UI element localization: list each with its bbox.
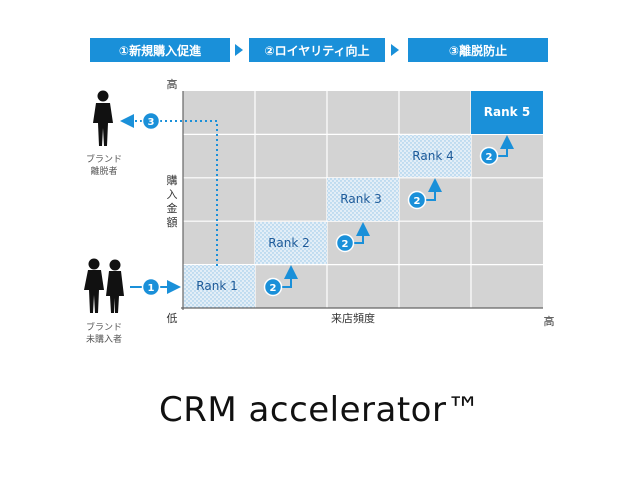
acquire-marker-label: 1 — [148, 283, 155, 294]
y-axis-label-char: 入 — [167, 188, 178, 201]
phase-box-2 — [249, 38, 385, 62]
rank-label-5: Rank 5 — [484, 105, 530, 119]
step-marker-icon — [335, 233, 355, 253]
phase-arrow-icon — [235, 44, 243, 56]
phase-label-3: ③離脱防止 — [449, 43, 507, 58]
churned-label-line2: 離脱者 — [90, 165, 117, 177]
non-buyer-label-line1: ブランド — [86, 321, 122, 333]
phase-box-3 — [408, 38, 548, 62]
x-axis-label: 来店頻度 — [331, 311, 375, 325]
churn-marker-label: 3 — [148, 117, 155, 128]
phase-box-1 — [90, 38, 230, 62]
churned-person-icon — [93, 90, 113, 146]
phase-label-1: ①新規購入促進 — [119, 43, 202, 58]
step-marker-icon — [407, 190, 427, 210]
x-axis-high: 高 — [544, 314, 555, 328]
rank-label-3: Rank 3 — [340, 192, 381, 206]
product-title: CRM accelerator™ — [159, 390, 481, 430]
non-buyer-people-icon — [84, 258, 124, 313]
rank-cell-4 — [399, 135, 471, 177]
churn-flow: 3 — [120, 111, 218, 266]
phase-label-2: ②ロイヤリティ向上 — [264, 43, 369, 58]
rank-label-1: Rank 1 — [196, 279, 237, 293]
phase-banner: ①新規購入促進 ②ロイヤリティ向上 ③離脱防止 — [90, 38, 548, 62]
y-axis-high: 高 — [167, 77, 178, 91]
step-marker-icon — [479, 146, 499, 166]
churned-label-line1: ブランド — [86, 153, 122, 165]
step-marker-icon — [263, 277, 283, 297]
step-marker-label: 2 — [270, 283, 277, 294]
rank-cell-2 — [255, 222, 327, 264]
churn-marker-icon — [141, 111, 161, 131]
y-axis-label-char: 購 — [167, 173, 178, 187]
phase-arrow-icon — [391, 44, 399, 56]
acquire-marker-icon — [141, 277, 161, 297]
acquisition-flow: 1 — [130, 277, 181, 297]
rank-cell-5 — [471, 91, 543, 134]
y-axis-low: 低 — [167, 312, 178, 325]
step-marker-label: 2 — [486, 152, 493, 163]
rank-cell-3 — [327, 178, 399, 221]
non-buyer-label-line2: 未購入者 — [86, 333, 122, 345]
rank-label-4: Rank 4 — [412, 149, 453, 163]
rank-label-2: Rank 2 — [268, 236, 309, 250]
step-marker-label: 2 — [342, 239, 349, 250]
loyalty-steps: 2 2 2 2 — [263, 135, 514, 297]
y-axis-label-char: 額 — [167, 216, 178, 229]
rank-cell-1 — [183, 265, 255, 308]
axes: 高 低 購 入 金 額 来店頻度 高 — [167, 77, 555, 328]
y-axis-label-char: 金 — [167, 201, 178, 215]
step-marker-label: 2 — [414, 196, 421, 207]
